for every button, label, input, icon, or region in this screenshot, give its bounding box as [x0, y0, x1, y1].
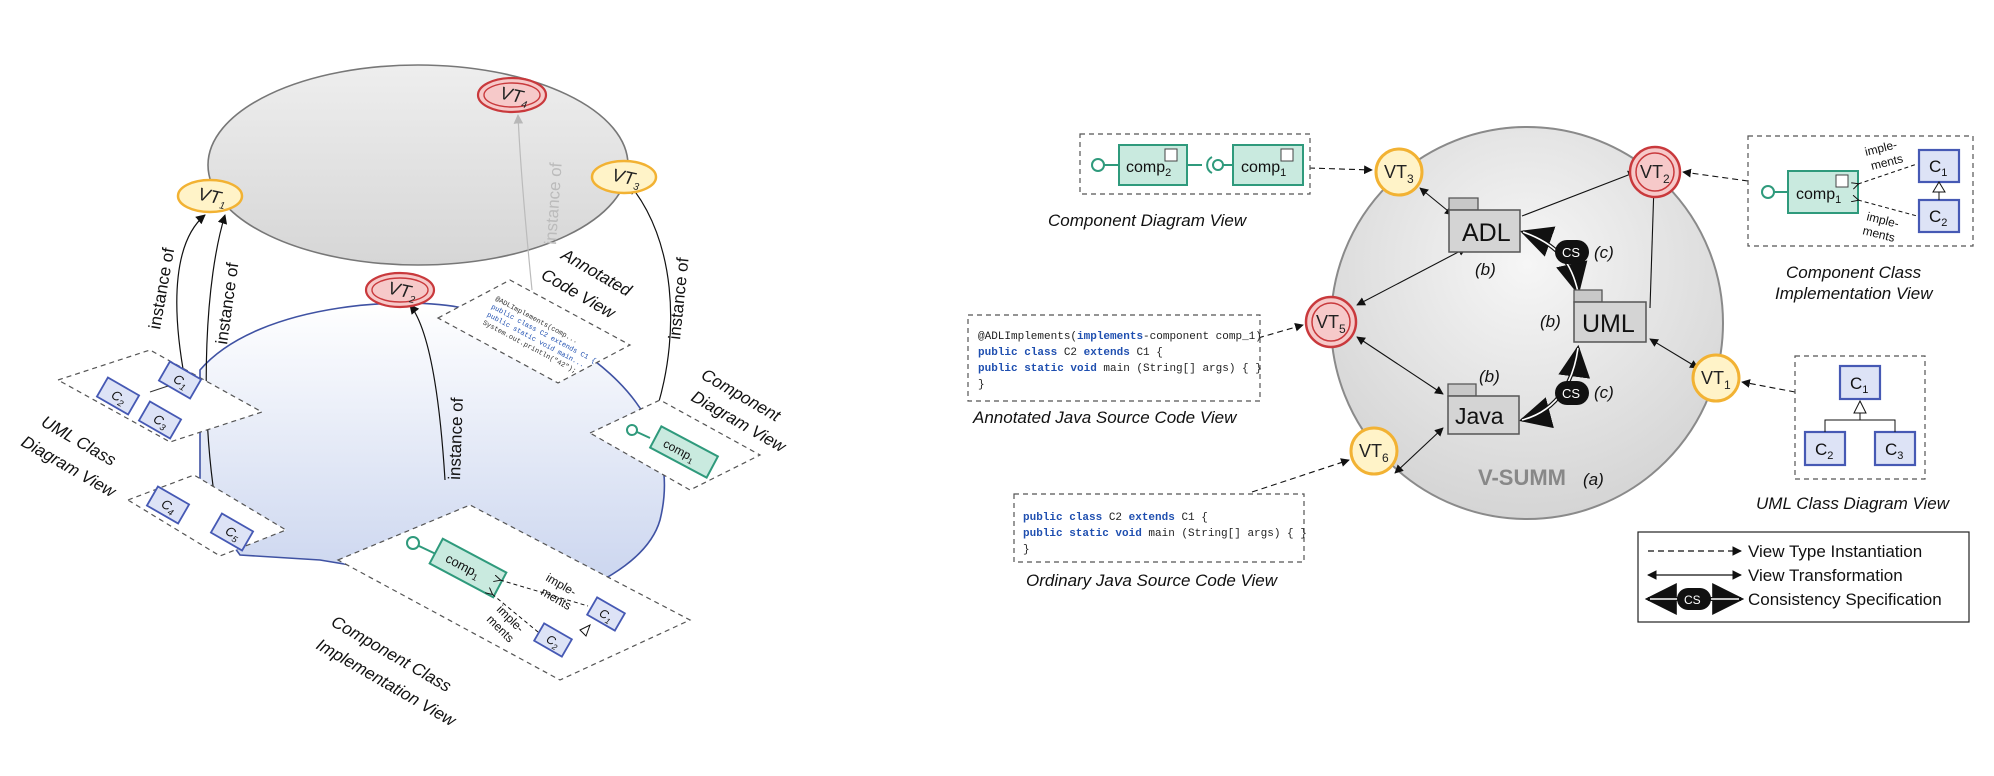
model-uml: UML (b) [1540, 289, 1647, 343]
svg-text:C1: C1 [1850, 374, 1868, 396]
legend: View Type Instantiation View Transformat… [1637, 531, 1970, 623]
svg-text:C1: C1 [170, 371, 191, 393]
consistency-spec-uml-java: CS (c) [1518, 344, 1614, 429]
svg-text:Implementation View: Implementation View [1775, 284, 1934, 303]
svg-text:VT6: VT6 [1359, 441, 1389, 465]
svg-text:View Transformation: View Transformation [1748, 566, 1903, 585]
svg-text:UML Class Diagram View: UML Class Diagram View [1756, 494, 1951, 513]
svg-text:ADL: ADL [1462, 219, 1511, 247]
svg-text:VT3: VT3 [1384, 162, 1414, 186]
svg-text:C3: C3 [150, 411, 171, 433]
internal-transformations [1356, 170, 1699, 474]
left-vt1-node: VT1 [176, 178, 244, 214]
left-vt3-node: VT3 [590, 159, 658, 195]
svg-text:Component Class: Component Class [1786, 263, 1922, 282]
vsum-tag: (a) [1583, 470, 1604, 489]
component-diagram-view: comp2 comp1 Component Diagram View [1048, 133, 1311, 230]
right-vt6-node: VT6 [1349, 426, 1399, 476]
svg-text:C2: C2 [1929, 207, 1947, 229]
left-instance-arrow-2 [205, 214, 228, 501]
svg-text:C5: C5 [222, 523, 244, 545]
annotated-java-view: @ADLImplements(implements-component comp… [967, 314, 1262, 427]
left-vt2-node: VT2 [364, 271, 436, 309]
left-instance-arrow-5 [629, 184, 672, 406]
svg-text:(b): (b) [1479, 367, 1500, 386]
svg-text:comp1: comp1 [1796, 186, 1841, 206]
svg-text:Ordinary Java Source Code View: Ordinary Java Source Code View [1026, 571, 1279, 590]
right-vt3-node: VT3 [1374, 147, 1424, 197]
svg-text:View Type Instantiation: View Type Instantiation [1748, 542, 1922, 561]
svg-text:CS: CS [1684, 593, 1701, 607]
legend-item-transformation: View Transformation [1647, 566, 1903, 585]
ordinary-java-line-2: } [1023, 544, 1030, 556]
svg-text:Consistency Specification: Consistency Specification [1748, 590, 1942, 609]
svg-text:UML: UML [1582, 310, 1635, 338]
svg-text:C3: C3 [1885, 440, 1903, 462]
svg-text:Annotated Java Source Code Vie: Annotated Java Source Code View [972, 408, 1238, 427]
ordinary-java-line-1: public static void main (String[] args) … [1023, 528, 1307, 540]
instantiation-arrows [1251, 165, 1796, 493]
svg-text:Java: Java [1455, 403, 1504, 429]
left-figure: instance of instance of instance of inst… [18, 64, 790, 731]
vsum-label: V-SUMM [1478, 465, 1566, 490]
left-vt4-node: VT4 [476, 76, 548, 114]
annotated-java-line-2: public static void main (String[] args) … [978, 363, 1262, 375]
svg-text:C1: C1 [596, 606, 615, 626]
instance-of-label-5: instance of [665, 256, 693, 340]
component-class-impl-view: comp1 C1 C2 imple- ments imple- ments Co… [1747, 135, 1974, 303]
right-figure: V-SUMM (a) CS (c) CS (c) [967, 126, 1974, 623]
left-lower-class-view: C4 C5 [126, 474, 288, 557]
annotated-java-line-0: @ADLImplements(implements-component comp… [978, 331, 1262, 343]
svg-text:Component Diagram View: Component Diagram View [1048, 211, 1248, 230]
right-vt5-node: VT5 [1304, 295, 1358, 349]
svg-text:C2: C2 [108, 387, 129, 409]
svg-text:comp2: comp2 [1126, 159, 1171, 179]
instance-of-label-1: instance of [145, 246, 178, 331]
consistency-spec-adl-uml: CS (c) [1519, 226, 1614, 296]
svg-text:(c): (c) [1594, 383, 1614, 402]
svg-text:(c): (c) [1594, 243, 1614, 262]
ordinary-java-view: public class C2 extends C1 { public stat… [1013, 493, 1307, 590]
svg-text:VT1: VT1 [1701, 368, 1731, 392]
svg-text:C1: C1 [1929, 157, 1947, 179]
svg-text:(b): (b) [1540, 312, 1561, 331]
left-component-diagram-view: comp1 Component Diagram View [588, 365, 790, 491]
left-instance-arrow-1 [176, 214, 206, 381]
right-vt1-node: VT1 [1691, 353, 1741, 403]
left-instance-arrow-4 [513, 114, 533, 291]
annotated-java-line-3: } [978, 379, 985, 391]
legend-item-consistency: CS Consistency Specification [1644, 583, 1942, 615]
right-vt2-node: VT2 [1628, 145, 1682, 199]
annotated-java-line-1: public class C2 extends C1 { [978, 347, 1163, 359]
ordinary-java-line-0: public class C2 extends C1 { [1023, 512, 1208, 524]
svg-text:VT5: VT5 [1316, 312, 1346, 336]
svg-text:CS: CS [1562, 386, 1580, 401]
svg-text:C2: C2 [543, 632, 563, 653]
instance-of-label-3: instance of [445, 397, 467, 480]
model-adl: ADL (b) [1448, 197, 1521, 279]
left-instance-arrow-3 [409, 304, 446, 481]
instance-of-label-2: instance of [212, 261, 242, 345]
svg-text:C4: C4 [158, 496, 179, 518]
svg-text:CS: CS [1562, 245, 1580, 260]
svg-text:(b): (b) [1475, 260, 1496, 279]
legend-item-instantiation: View Type Instantiation [1648, 542, 1922, 561]
uml-class-diagram-view: C1 C2 C3 UML Class Diagram View [1756, 355, 1951, 513]
svg-text:VT2: VT2 [1640, 162, 1670, 186]
svg-text:C2: C2 [1815, 440, 1833, 462]
svg-text:comp1: comp1 [1241, 159, 1286, 179]
model-java: Java (b) [1447, 367, 1520, 435]
